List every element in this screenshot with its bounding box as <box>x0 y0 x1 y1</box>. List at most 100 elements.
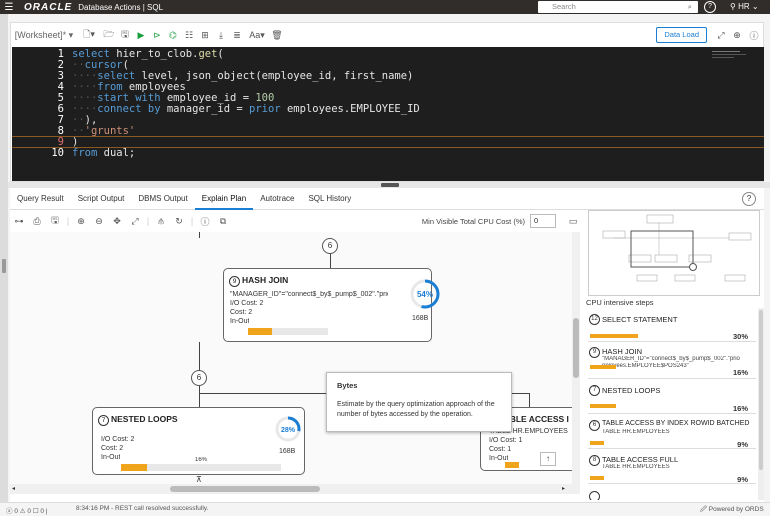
step-percent: 9% <box>737 475 748 484</box>
help-circle-icon[interactable]: ⓘ <box>749 30 759 41</box>
tab-autotrace[interactable]: Autotrace <box>260 194 295 203</box>
hamburger-menu-icon[interactable]: ☰ <box>4 1 14 13</box>
node-cost: Cost: 2 <box>230 309 253 316</box>
search-input[interactable]: Search ⌕ <box>538 1 698 13</box>
tree-view-icon[interactable]: ⊶ <box>14 215 24 226</box>
open-external-icon[interactable]: ⧉ <box>219 215 227 226</box>
code-text: select hier_to_clob.get( <box>72 48 224 60</box>
run-statement-icon[interactable]: ▶ <box>137 29 145 40</box>
comment-icon[interactable]: ▭ <box>568 215 578 226</box>
scroll-thumb[interactable] <box>759 310 763 470</box>
save-plan-icon[interactable]: 🖫 <box>51 215 59 225</box>
step-name: HASH JOIN <box>602 347 643 356</box>
autotrace-icon[interactable]: ☷ <box>184 29 194 40</box>
data-load-button[interactable]: Data Load <box>656 27 707 43</box>
status-bar: ⓧ 0 ⚠ 0 ☐ 0 | 8:34:16 PM - REST call res… <box>0 502 770 515</box>
step-name: NESTED LOOPS <box>602 386 661 395</box>
node-expand-icon[interactable]: ⊼ <box>196 475 202 484</box>
tab-explain-plan[interactable]: Explain Plan <box>194 188 254 210</box>
format-icon[interactable]: ≣ <box>233 29 241 40</box>
results-help-icon[interactable]: ? <box>742 192 756 206</box>
tab-query-result[interactable]: Query Result <box>17 194 64 203</box>
commit-icon[interactable]: ⊞ <box>201 29 209 40</box>
connector-node[interactable]: 6 <box>191 370 207 386</box>
step-id-badge: 7 <box>589 385 600 396</box>
node-predicate: "MANAGER_ID"="connect$_by$_pump$_002"."p… <box>230 291 388 298</box>
scroll-thumb[interactable] <box>573 318 579 378</box>
help-icon[interactable]: ? <box>704 1 716 13</box>
step-detail-2: nployees.EMPLOYEE$POS243" <box>602 363 689 369</box>
worksheet-tab[interactable]: [Worksheet]* ▾ <box>14 29 74 41</box>
clear-icon[interactable]: 🗑 <box>271 29 283 40</box>
step-id-badge: 8 <box>589 455 600 466</box>
scroll-top-button[interactable]: ↑ <box>540 452 556 466</box>
node-progress-fill <box>121 464 147 471</box>
min-cost-input[interactable]: 0 <box>530 214 556 228</box>
run-script-icon[interactable]: ⊳ <box>153 29 161 40</box>
cpu-step-item-partial[interactable] <box>588 485 756 500</box>
search-icon: ⌕ <box>687 2 692 11</box>
connector-node[interactable]: 6 <box>322 238 338 254</box>
node-bytes: 168B <box>279 448 296 455</box>
error-counts[interactable]: ⓧ 0 ⚠ 0 ☐ 0 | <box>6 508 48 515</box>
save-icon[interactable]: 🖫 <box>121 29 129 39</box>
oracle-logo: ORACLE <box>24 1 73 13</box>
canvas-horizontal-scrollbar[interactable]: ◂ ▸ <box>10 484 580 494</box>
scroll-thumb[interactable] <box>170 486 320 492</box>
plan-toolbar: ⊶ ⎙ 🖫 | ⊕ ⊖ ✥ ⤢ | ⫛ ↻ | ⓘ ⧉ Min Visible … <box>10 210 580 232</box>
nested-loops-gauge: 28% <box>275 416 301 442</box>
gauge-arc <box>410 279 440 309</box>
info-icon[interactable]: ⓘ <box>200 216 210 227</box>
layout-icon[interactable]: ⫛ <box>158 215 164 226</box>
node-inout: In-Out <box>101 454 121 461</box>
refresh-icon[interactable]: ↻ <box>175 215 183 226</box>
steps-scrollbar[interactable] <box>758 308 764 500</box>
editor-line: 6····connect by manager_id = prior emplo… <box>12 104 764 115</box>
code-text: ) <box>72 136 79 148</box>
editor-minimap[interactable] <box>712 49 752 65</box>
tab-script-output[interactable]: Script Output <box>77 194 125 203</box>
tab-sql-history[interactable]: SQL History <box>308 194 352 203</box>
side-grip-handle[interactable] <box>2 259 6 273</box>
case-icon[interactable]: Aa▾ <box>249 29 265 40</box>
user-menu[interactable]: ⚲ HR ⌄ <box>730 2 759 11</box>
open-folder-icon[interactable]: 🗁 <box>103 29 115 39</box>
canvas-vertical-scrollbar[interactable] <box>572 232 580 484</box>
plan-minimap[interactable] <box>588 210 760 296</box>
cpu-step-item[interactable]: 7 NESTED LOOPS 16% <box>588 380 756 414</box>
code-text: ····start with employee_id = 100 <box>72 92 275 104</box>
expand-icon[interactable]: ⤢ <box>717 29 725 40</box>
new-document-icon[interactable]: 🗋▾ <box>83 29 95 39</box>
connector-line <box>199 238 330 239</box>
print-icon[interactable]: ⎙ <box>33 215 41 226</box>
cpu-step-item[interactable]: 12 SELECT STATEMENT 30% <box>588 308 756 342</box>
cpu-step-item[interactable]: 9 HASH JOIN "MANAGER_ID"="connect$_by$_p… <box>588 343 756 379</box>
pan-icon[interactable]: ✥ <box>113 215 121 226</box>
connector-line <box>199 342 200 372</box>
side-panel-grip[interactable] <box>0 14 8 502</box>
binoculars-icon[interactable]: ⊕ <box>733 29 741 40</box>
tabs-spacer <box>358 188 742 209</box>
cpu-step-item[interactable]: 8 TABLE ACCESS FULL TABLE HR.EMPLOYEES 9… <box>588 450 756 484</box>
tab-dbms-output[interactable]: DBMS Output <box>138 194 188 203</box>
fit-icon[interactable]: ⤢ <box>131 215 139 226</box>
scroll-left-icon[interactable]: ◂ <box>12 486 16 492</box>
search-placeholder: Search <box>552 2 576 11</box>
step-bar <box>590 441 605 445</box>
splitter-handle[interactable] <box>381 183 399 187</box>
download-icon[interactable]: ⤓ <box>219 29 223 40</box>
scroll-right-icon[interactable]: ▸ <box>562 486 566 492</box>
zoom-in-icon[interactable]: ⊕ <box>77 215 85 226</box>
line-number: 8 <box>57 125 64 137</box>
zoom-out-icon[interactable]: ⊖ <box>95 215 103 226</box>
node-cost: Cost: 2 <box>101 445 124 452</box>
cpu-step-item[interactable]: 6 TABLE ACCESS BY INDEX ROWID BATCHED TA… <box>588 415 756 449</box>
worksheet-tab-label: [Worksheet]* <box>14 30 67 40</box>
code-text: ····connect by manager_id = prior employ… <box>72 103 420 115</box>
explain-plan-icon[interactable]: ⌬ <box>169 29 177 40</box>
pane-splitter[interactable] <box>8 182 770 188</box>
